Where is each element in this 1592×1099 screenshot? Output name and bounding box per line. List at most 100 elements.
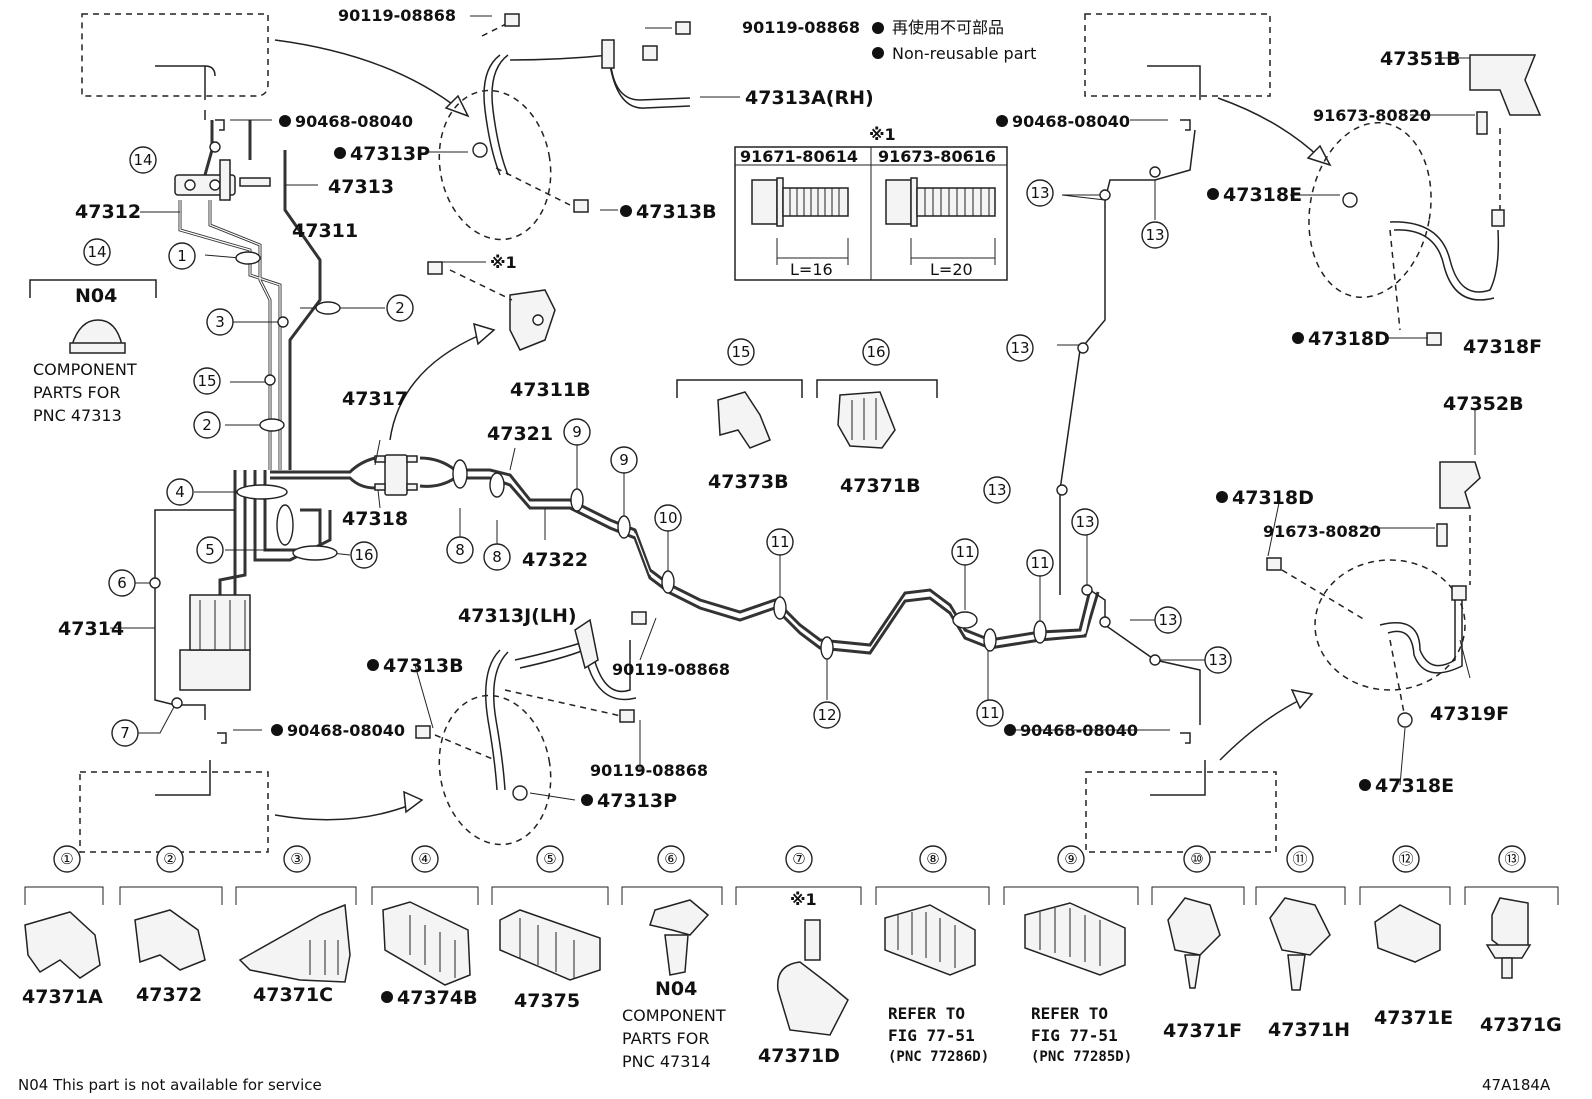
svg-text:14: 14 <box>87 243 106 261</box>
catalog-label-12: 47371E <box>1374 1007 1453 1029</box>
callout-2: 2 <box>386 294 414 322</box>
catalog-ref8-1: REFER TO <box>888 1004 965 1023</box>
catalog-label-13: 47371G <box>1480 1014 1562 1036</box>
callout-13: 13 <box>1154 606 1182 634</box>
arrow-rl <box>274 804 411 821</box>
legend-dot-jp <box>872 22 884 34</box>
svg-text:13: 13 <box>1208 651 1227 669</box>
callout-8: 8 <box>483 543 511 571</box>
svg-text:⑪: ⑪ <box>1292 850 1307 868</box>
arrow-fl <box>274 39 461 111</box>
callout-12: 12 <box>813 701 841 729</box>
svg-text:11: 11 <box>1030 554 1049 572</box>
catalog-ref9-2: FIG 77-51 <box>1031 1026 1118 1045</box>
catalog-num-5: ⑤ <box>536 845 564 873</box>
label-90468-rt: 90468-08040 <box>1012 112 1130 131</box>
callout-13: 13 <box>983 476 1011 504</box>
svg-text:8: 8 <box>492 548 502 566</box>
callout-2: 2 <box>193 411 221 439</box>
svg-text:⑥: ⑥ <box>664 850 677 868</box>
catalog-label-5: 47375 <box>514 990 580 1012</box>
callout-9: 9 <box>610 446 638 474</box>
catalog-num-8: ⑧ <box>919 845 947 873</box>
catalog-num-13: ⑬ <box>1498 845 1526 873</box>
svg-text:②: ② <box>163 850 176 868</box>
label-47313P-top: 47313P <box>350 143 430 165</box>
callout-11: 11 <box>766 528 794 556</box>
catalog-num-11: ⑪ <box>1286 845 1314 873</box>
svg-text:3: 3 <box>215 313 225 331</box>
callout-13: 13 <box>1141 221 1169 249</box>
callout-11: 11 <box>1026 549 1054 577</box>
label-47312: 47312 <box>75 201 141 223</box>
callout-13: 13 <box>1006 334 1034 362</box>
catalog-num-3: ③ <box>283 845 311 873</box>
clip-detail-15-16 <box>676 379 938 449</box>
label-47318D-top: 47318D <box>1308 328 1390 350</box>
svg-text:11: 11 <box>980 704 999 722</box>
label-47311B: 47311B <box>510 379 591 401</box>
label-bolt-b: 91673-80616 <box>878 147 996 166</box>
bolt-note-box <box>734 146 1008 281</box>
rear-right-wheel-area <box>1085 760 1277 853</box>
label-47322: 47322 <box>522 549 588 571</box>
label-47373B: 47373B <box>708 471 789 493</box>
label-47311: 47311 <box>292 220 358 242</box>
callout-15: 15 <box>727 338 755 366</box>
callout-1: 1 <box>168 242 196 270</box>
junction-block <box>374 454 418 496</box>
label-47318E-top: 47318E <box>1223 184 1302 206</box>
catalog-num-7: ⑦ <box>785 845 813 873</box>
svg-text:④: ④ <box>418 850 431 868</box>
label-47321: 47321 <box>487 423 553 445</box>
callout-7: 7 <box>111 719 139 747</box>
catalog-num-1: ① <box>53 845 81 873</box>
legend-jp: 再使用不可部品 <box>892 18 1004 37</box>
svg-text:13: 13 <box>1030 184 1049 202</box>
label-47313B-bot: 47313B <box>383 655 464 677</box>
label-47313: 47313 <box>328 176 394 198</box>
clip-catalog: ① ② ③ ④ ⑤ ⑥ ⑦ ⑧ ⑨ ⑩ ⑪ ⑫ ⑬ <box>22 845 1562 1071</box>
callout-11: 11 <box>976 699 1004 727</box>
svg-text:16: 16 <box>354 546 373 564</box>
figure-code: 47A184A <box>1482 1076 1551 1094</box>
arrow-head-rr <box>1290 688 1314 710</box>
arrow-47311B <box>389 334 481 441</box>
catalog-label-4: 47374B <box>397 987 478 1009</box>
label-47371B: 47371B <box>840 475 921 497</box>
svg-text:6: 6 <box>117 574 127 592</box>
callout-6: 6 <box>108 569 136 597</box>
svg-text:8: 8 <box>455 541 465 559</box>
svg-text:1: 1 <box>177 247 187 265</box>
front-right-wheel-area <box>1084 13 1271 100</box>
arrow-head-rl <box>403 790 424 814</box>
catalog-label-2: 47372 <box>136 984 202 1006</box>
catalog-ref8-2: FIG 77-51 <box>888 1026 975 1045</box>
label-91673-bot: 91673-80820 <box>1263 522 1381 541</box>
catalog-label-3: 47371C <box>253 984 333 1006</box>
fittings <box>215 13 1488 744</box>
callout-4: 4 <box>166 478 194 506</box>
label-90119-lh-1: 90119-08868 <box>612 660 730 679</box>
svg-text:4: 4 <box>175 483 185 501</box>
catalog-num-10: ⑩ <box>1183 845 1211 873</box>
svg-text:16: 16 <box>866 343 885 361</box>
catalog-label-7: 47371D <box>758 1045 840 1067</box>
footer-note: N04 This part is not available for servi… <box>18 1076 322 1094</box>
callout-16: 16 <box>862 338 890 366</box>
catalog-mark-7: ※1 <box>790 890 817 909</box>
catalog-ref9-1: REFER TO <box>1031 1004 1108 1023</box>
svg-text:13: 13 <box>1145 226 1164 244</box>
catalog-num-9: ⑨ <box>1057 845 1085 873</box>
svg-text:9: 9 <box>619 451 629 469</box>
svg-text:11: 11 <box>955 543 974 561</box>
label-comp-a2: PARTS FOR <box>33 383 120 402</box>
callout-14: 14 <box>129 146 157 174</box>
callout-11: 11 <box>951 538 979 566</box>
label-bolt-b-len: L=20 <box>930 260 973 279</box>
arrow-fr <box>1217 97 1321 159</box>
arrow-head-fr <box>1306 144 1332 167</box>
label-90119-top-1: 90119-08868 <box>338 6 456 25</box>
n04-detail <box>29 279 157 354</box>
callout-9: 9 <box>563 418 591 446</box>
